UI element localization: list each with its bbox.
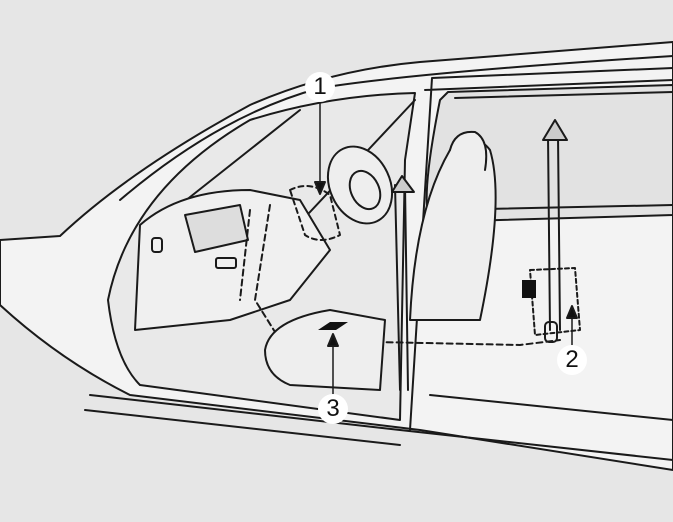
dash-slot [215, 257, 237, 269]
callout-2: 2 [557, 345, 587, 375]
side-impact-sensor [522, 280, 536, 298]
front-seatbelt [394, 184, 409, 391]
callout-3: 3 [318, 394, 348, 424]
airbag-module-outline [289, 185, 341, 241]
sill-lines [84, 394, 673, 461]
steering-wheel [326, 145, 394, 225]
vent-knob [151, 237, 163, 253]
dashboard [134, 189, 331, 331]
rear-seatbelt [547, 134, 561, 331]
rear-belt-guide-arrow [542, 119, 568, 141]
front-seat-cushion [264, 309, 386, 391]
seat-sensor [318, 322, 348, 330]
rear-belt-buckle [544, 321, 558, 343]
front-belt-guide-arrow [391, 175, 415, 193]
instrument-panel [184, 204, 249, 253]
callout-1: 1 [305, 72, 335, 102]
headrest [449, 130, 488, 171]
